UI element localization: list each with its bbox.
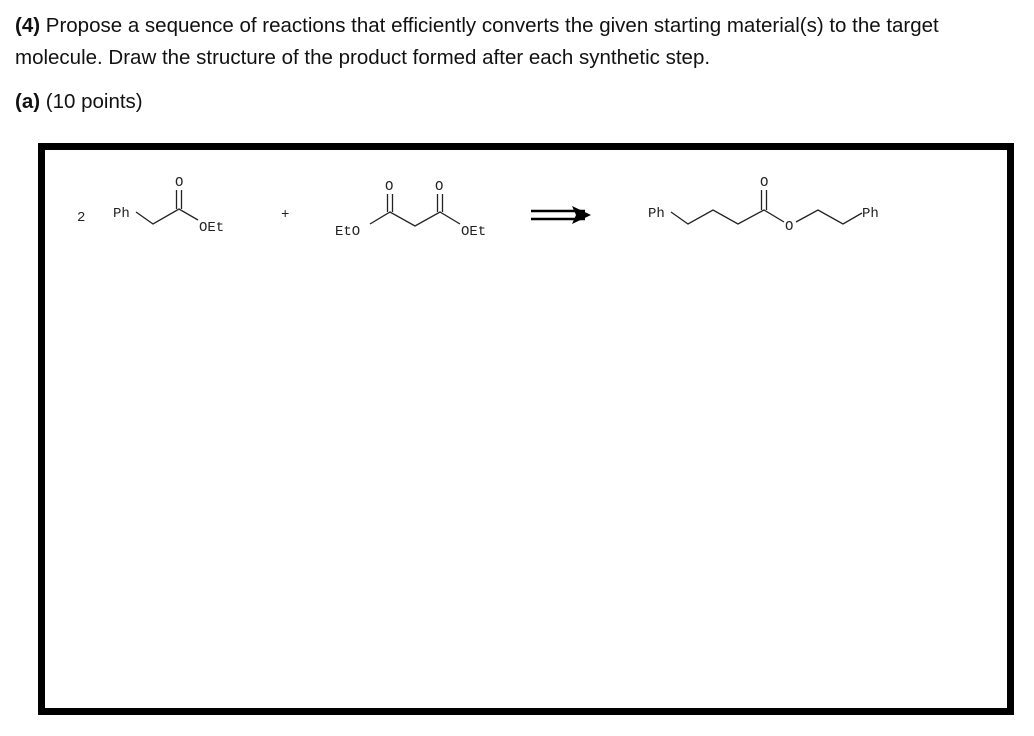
question-number: (4) [15,14,41,37]
part-heading: (a) (10 points) [15,88,143,116]
part-points: (10 points) [45,90,143,113]
answer-box[interactable] [38,143,1014,715]
question-prompt: (4) Propose a sequence of reactions that… [15,10,1030,74]
question-text: Propose a sequence of reactions that eff… [15,14,939,69]
part-letter: (a) [15,90,41,113]
